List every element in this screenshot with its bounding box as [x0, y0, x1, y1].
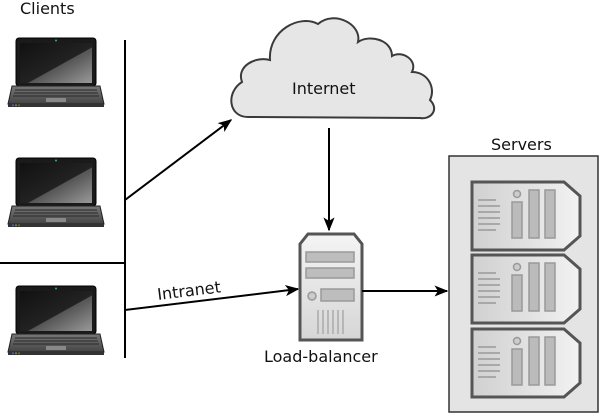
clients-to-internet-arrow — [124, 119, 233, 201]
clients-label: Clients — [20, 0, 75, 18]
laptop-icon[interactable] — [7, 285, 105, 356]
tower-server-icon[interactable] — [298, 232, 364, 342]
load-balancer-label: Load-balancer — [264, 347, 378, 366]
cloud-icon[interactable] — [230, 17, 436, 120]
rack-server-icon[interactable] — [470, 180, 582, 252]
laptop-icon[interactable] — [7, 157, 105, 228]
rack-server-icon[interactable] — [470, 327, 582, 399]
rack-server-icon[interactable] — [470, 253, 582, 325]
internet-label: Internet — [292, 79, 356, 98]
laptop-icon[interactable] — [7, 37, 105, 108]
servers-label: Servers — [491, 135, 552, 154]
intranet-arrow — [124, 284, 300, 311]
